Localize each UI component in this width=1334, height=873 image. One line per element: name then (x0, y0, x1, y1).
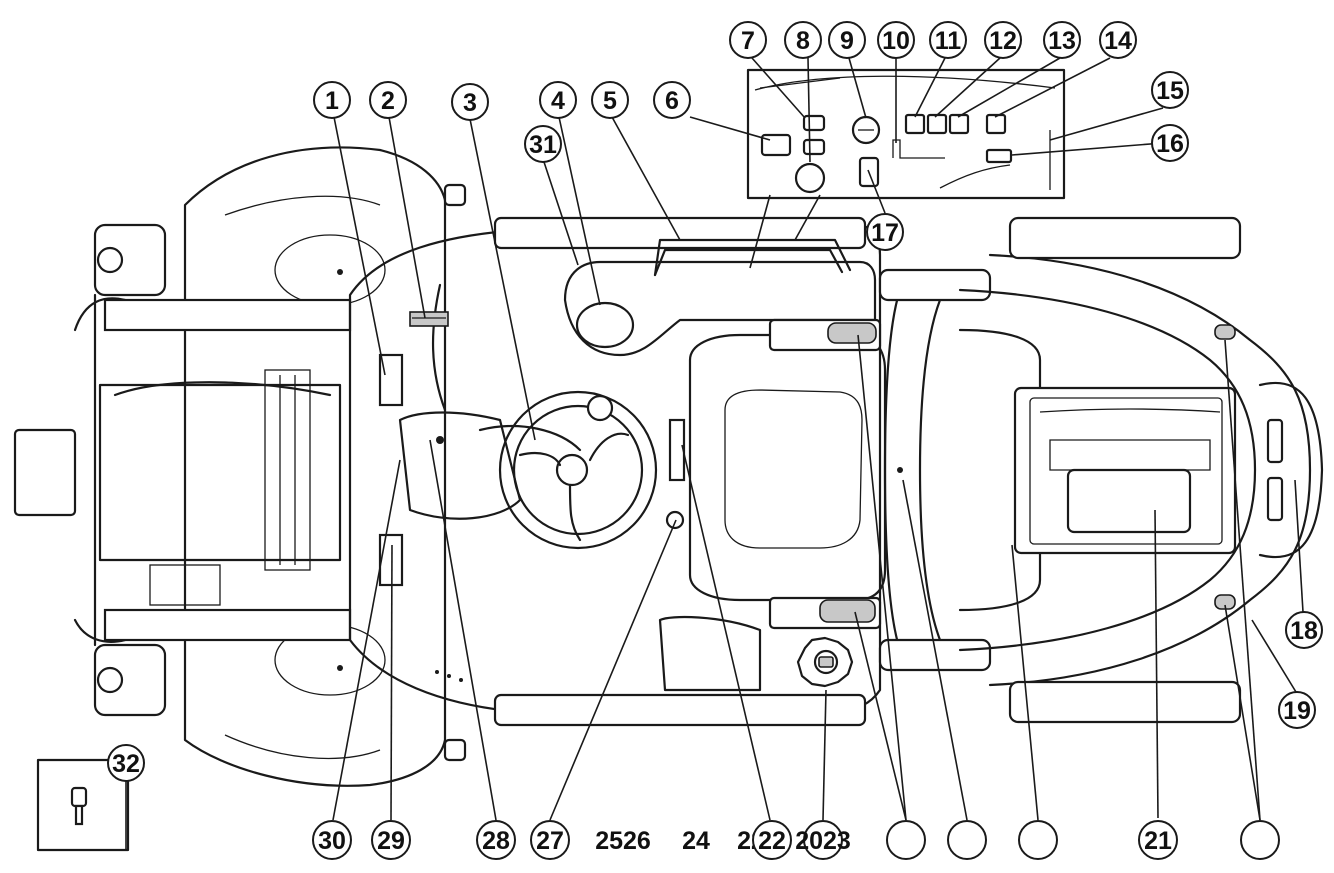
svg-text:1: 1 (325, 87, 339, 115)
fuel-cap (796, 636, 854, 688)
svg-text:19: 19 (1283, 697, 1311, 725)
callout-blank-2 (947, 820, 987, 860)
label-2526: 2526 (595, 827, 651, 855)
front-frame (13, 223, 352, 717)
svg-text:30: 30 (318, 827, 346, 855)
callout-blank-1 (886, 820, 926, 860)
callout-5: 5 (591, 81, 629, 119)
callout-17: 17 (866, 213, 904, 251)
callout-19: 19 (1278, 691, 1316, 729)
callout-21: 21 (1138, 820, 1178, 860)
callout-blank-4 (1240, 820, 1280, 860)
callout-22: 22 (752, 820, 792, 860)
callout-18: 18 (1285, 611, 1323, 649)
callout-12: 12 (984, 21, 1022, 59)
svg-text:31: 31 (529, 131, 557, 159)
callout-11: 11 (929, 21, 967, 59)
svg-text:12: 12 (989, 27, 1017, 55)
svg-text:8: 8 (796, 27, 810, 55)
steering-wheel (498, 390, 658, 550)
callout-2023: 2023 (795, 820, 851, 860)
rops-and-rear (878, 216, 1324, 724)
callout-13: 13 (1043, 21, 1081, 59)
svg-text:14: 14 (1104, 27, 1132, 55)
svg-text:6: 6 (665, 87, 679, 115)
seat (665, 318, 887, 630)
svg-text:32: 32 (112, 750, 140, 778)
callout-9: 9 (828, 21, 866, 59)
svg-text:15: 15 (1156, 77, 1184, 105)
svg-text:18: 18 (1290, 617, 1318, 645)
svg-text:17: 17 (871, 219, 899, 247)
svg-text:9: 9 (840, 27, 854, 55)
callout-3: 3 (451, 83, 489, 121)
label-24: 24 (682, 827, 710, 855)
callout-16: 16 (1151, 124, 1189, 162)
svg-text:29: 29 (377, 827, 405, 855)
svg-text:22: 22 (758, 827, 786, 855)
callout-4: 4 (539, 81, 577, 119)
callout-30: 30 (312, 820, 352, 860)
svg-text:4: 4 (551, 87, 565, 115)
callout-1: 1 (313, 81, 351, 119)
svg-text:11: 11 (935, 27, 962, 55)
leader-lines (125, 57, 1304, 850)
svg-text:2: 2 (381, 87, 395, 115)
callout-29: 29 (371, 820, 411, 860)
svg-text:16: 16 (1156, 130, 1184, 158)
callout-31: 31 (524, 125, 562, 163)
callout-15: 15 (1151, 71, 1189, 109)
callout-7: 7 (729, 21, 767, 59)
svg-text:27: 27 (536, 827, 564, 855)
callout-10: 10 (877, 21, 915, 59)
callout-2: 2 (369, 81, 407, 119)
inset-box-32 (36, 758, 130, 852)
svg-text:10: 10 (882, 27, 910, 55)
svg-text:28: 28 (482, 827, 510, 855)
callout-28: 28 (476, 820, 516, 860)
callout-32: 32 (107, 744, 145, 782)
callout-27: 27 (530, 820, 570, 860)
svg-text:3: 3 (463, 89, 477, 117)
callout-6: 6 (653, 81, 691, 119)
svg-text:5: 5 (603, 87, 617, 115)
svg-text:13: 13 (1048, 27, 1076, 55)
svg-text:7: 7 (741, 27, 755, 55)
tractor-body (348, 216, 882, 727)
svg-text:21: 21 (1144, 827, 1172, 855)
callout-blank-3 (1018, 820, 1058, 860)
callout-8: 8 (784, 21, 822, 59)
callout-14: 14 (1099, 21, 1137, 59)
svg-text:2023: 2023 (795, 827, 851, 855)
